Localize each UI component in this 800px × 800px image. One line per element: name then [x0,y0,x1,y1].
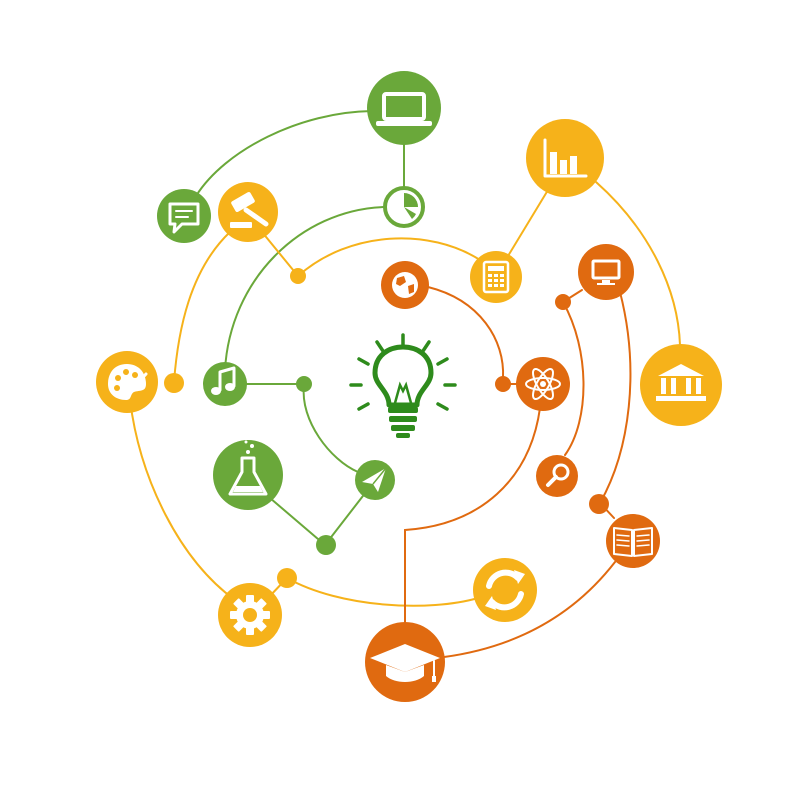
junction-dot [277,568,297,588]
magnifier-icon [536,455,578,497]
laptop-icon [367,71,441,145]
gavel-icon [218,182,278,242]
line-book-cap-arc [443,561,616,658]
junction-dot [290,268,306,284]
gear-icon [218,583,282,647]
book-icon [606,514,660,568]
graduation-cap-icon [365,622,445,702]
line-atom-cap [404,407,541,625]
flask-icon [213,440,283,510]
atom-icon [516,357,570,411]
junction-dot [495,376,511,392]
pie-chart-icon [383,186,425,228]
music-note-icon [203,362,247,406]
refresh-icon [473,558,537,622]
monitor-icon [578,244,634,300]
line-pie-music-arc [224,206,385,371]
junction-dot [555,294,571,310]
line-laptop-chat [195,110,373,197]
line-flask-dot [269,497,326,546]
line-gavel-palette [173,231,231,383]
line-palette-gear-arc [129,399,236,601]
paper-plane-icon [355,460,395,500]
bank-icon [640,344,722,426]
line-dot-plane [302,385,359,473]
palette-icon [96,351,158,413]
junction-dot [316,535,336,555]
lightbulb-icon [349,333,457,438]
line-monitor-book-arc [599,291,632,504]
junction-dot [296,376,312,392]
line-dot-magnifier-arc [562,301,585,456]
line-globe-atom-arc [427,286,505,379]
line-dot-refresh-arc [286,577,479,607]
calculator-icon [470,251,522,303]
line-barchart-bank-arc [595,181,681,346]
junction-dot [589,494,609,514]
chat-bubble-icon [157,189,211,243]
junction-dot [164,373,184,393]
junction-dots [164,268,609,588]
bar-chart-icon [526,119,604,197]
globe-icon [381,261,429,309]
line-calculator-barchart [507,189,549,257]
line-dot-plane-lower [324,491,367,546]
line-gavel-dot [261,231,299,277]
line-dot-calculator-arc [297,237,481,277]
